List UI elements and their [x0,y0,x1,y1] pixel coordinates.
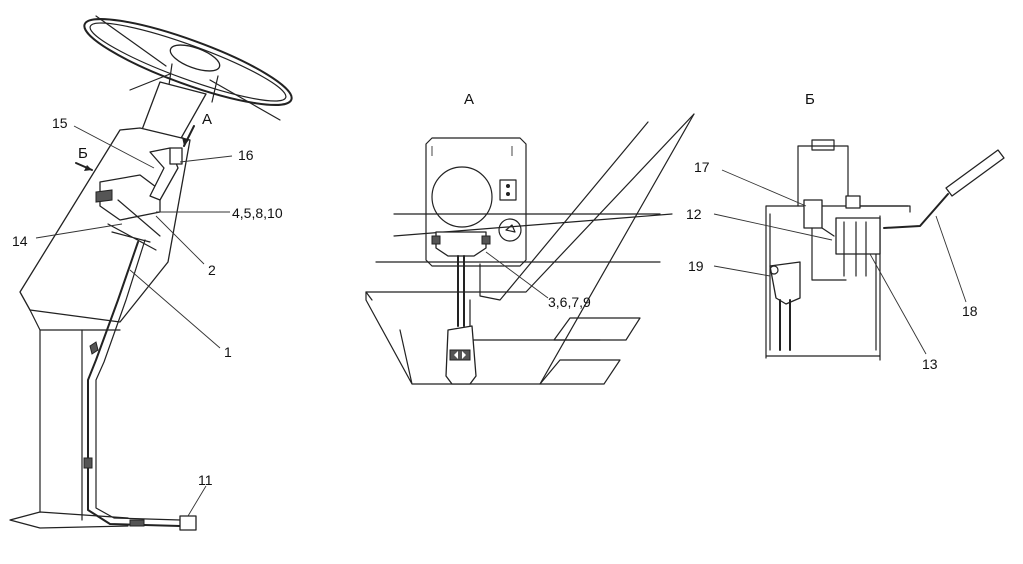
steering-wheel [83,15,293,121]
callout-11: 11 [198,472,213,488]
housing [765,205,909,361]
callout-15: 15 [52,115,68,131]
callout-18: 18 [962,303,978,319]
lever-arrow-glyph [454,351,466,359]
leader-19 [713,265,771,277]
callout-17: 17 [694,159,710,175]
callout-3-6-7-9: 3,6,7,9 [548,294,591,310]
fastener-19 [769,265,779,275]
harness-clamps [83,341,145,527]
base-block [365,113,695,385]
lever-18-rod [883,193,949,229]
leader-18 [935,215,967,303]
leader-2 [155,215,205,265]
bolt [845,195,861,209]
lower-cable [779,299,791,351]
view-a-arrowhead [182,137,189,146]
leader-16 [179,155,233,163]
wheel-spokes [95,15,281,121]
harness-trunk-2 [95,239,181,521]
panel-opening [431,166,493,228]
lever-arrows [449,349,471,361]
leader-13 [869,253,927,355]
view-b: Б 17 12 19 18 13 [686,91,1005,372]
round-button [498,218,522,242]
view-a: А 3,6,7,9 [365,91,695,385]
switch-dot-2 [506,192,510,196]
panel-plate [425,137,527,267]
wheel-rim-inner [89,22,287,102]
main-view: А Б 15 16 4,5,8,10 14 2 1 11 [9,15,293,531]
leader-17 [721,169,807,207]
stand-post [39,329,83,521]
view-a-marker: А [202,111,212,128]
upper-box-cap [811,139,835,151]
end-connector [179,515,197,531]
switch-block-tab [95,189,113,203]
perspective-lines [365,113,695,301]
view-a-connector [435,231,487,257]
callout-1: 1 [224,344,232,360]
view-a-cable [457,255,465,327]
leader-3-6-7-9 [485,251,549,299]
wheel-hub [169,44,221,72]
lever-18-handle [945,149,1005,197]
component-13 [835,217,881,255]
component-13-wires [843,221,867,277]
switch-dot-1 [506,184,510,188]
leader-11 [187,485,207,517]
connector-ear-left [431,235,441,245]
stand-foot [9,511,129,529]
view-b-arrowhead [84,165,92,171]
view-b-title: Б [805,91,815,108]
callout-2: 2 [208,262,216,278]
wires-b [811,227,847,281]
harness-trunk [87,241,181,527]
column-shroud [19,127,191,323]
callout-12: 12 [686,206,702,222]
callout-19: 19 [688,258,704,274]
view-b-marker: Б [78,145,88,162]
leader-15 [73,125,155,169]
plate-marks [431,146,513,156]
component-17 [803,199,823,229]
connector-ear-right [481,235,491,245]
callout-13: 13 [922,356,938,372]
stripe-blocks [539,317,641,385]
view-a-title: А [464,91,474,108]
leader-14 [35,223,123,239]
callout-16: 16 [238,147,254,163]
wire-bundle [107,199,161,251]
leader-12 [713,213,833,241]
panel-switch [499,179,517,201]
callout-4-5-8-10: 4,5,8,10 [232,205,283,221]
upper-plug [169,147,183,165]
wheel-rim [83,18,293,106]
leader-1 [129,269,221,349]
component-19 [769,261,801,305]
callout-14: 14 [12,233,28,249]
